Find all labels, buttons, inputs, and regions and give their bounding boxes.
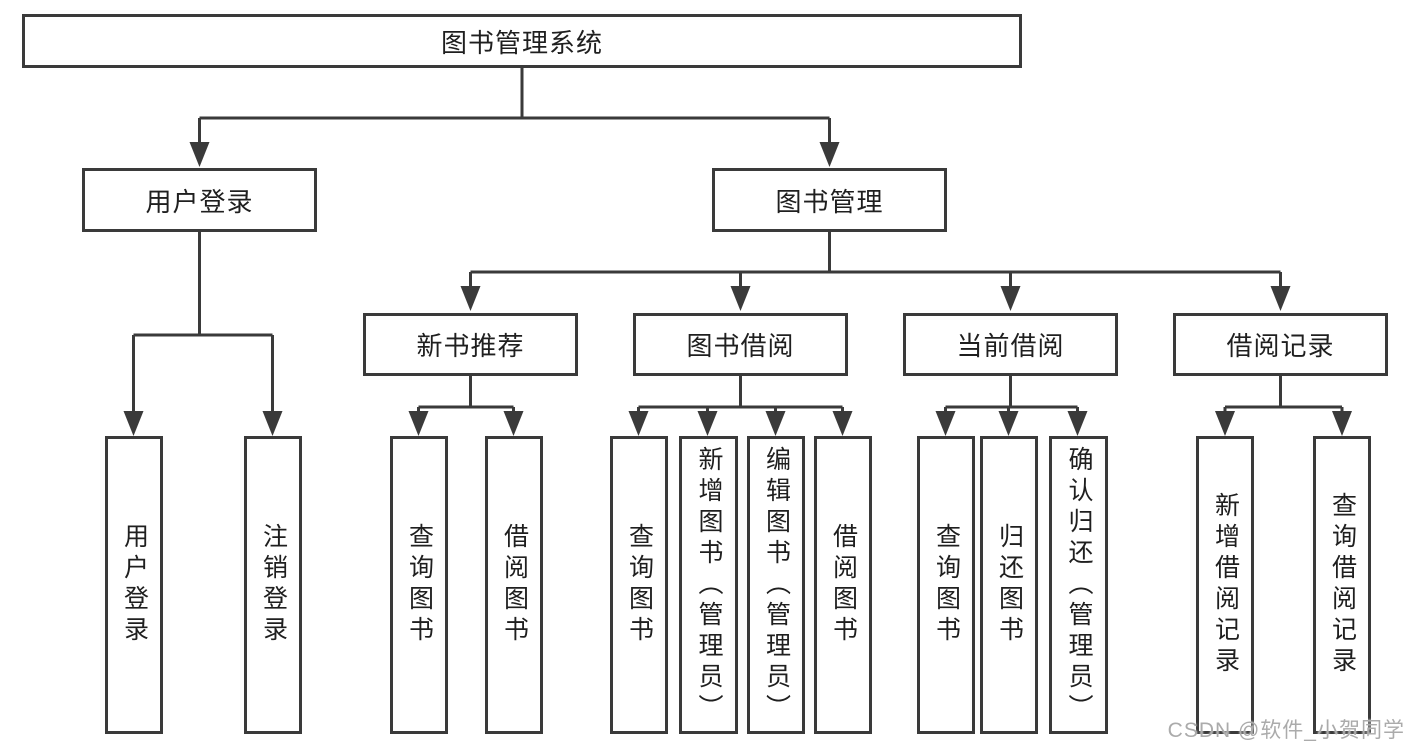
arrowhead-icon bbox=[1000, 286, 1021, 311]
connector-line bbox=[1223, 376, 1344, 414]
arrowhead-icon bbox=[730, 286, 751, 311]
connector-line bbox=[198, 68, 831, 145]
arrowhead-icon bbox=[262, 411, 283, 436]
node-book-management: 图书管理 bbox=[712, 168, 947, 232]
leaf-return-book: 归还图书 bbox=[980, 436, 1038, 734]
leaf-edit-book-admin: 编辑图书（管理员） bbox=[747, 436, 805, 734]
arrowhead-icon bbox=[408, 411, 429, 436]
arrowhead-icon bbox=[935, 411, 956, 436]
connector-book-borrow-to-leaves bbox=[628, 376, 853, 436]
arrowhead-icon bbox=[123, 411, 144, 436]
connector-new-book-recommend-to-leaves bbox=[408, 376, 524, 436]
arrowhead-icon bbox=[998, 411, 1019, 436]
connector-current-borrow-to-leaves bbox=[935, 376, 1088, 436]
leaf-current-query-book: 查询图书 bbox=[917, 436, 975, 734]
arrowhead-icon bbox=[1332, 411, 1352, 436]
leaf-add-book-admin: 新增图书（管理员） bbox=[679, 436, 738, 734]
connector-line bbox=[417, 376, 515, 414]
arrowhead-icon bbox=[819, 142, 840, 167]
arrowhead-icon bbox=[1067, 411, 1088, 436]
leaf-query-borrow-record: 查询借阅记录 bbox=[1313, 436, 1371, 734]
arrowhead-icon bbox=[697, 411, 718, 436]
leaf-recommend-query-book: 查询图书 bbox=[390, 436, 448, 734]
arrowhead-icon bbox=[1215, 411, 1235, 436]
leaf-user-login: 用户登录 bbox=[105, 436, 163, 734]
node-new-book-recommend: 新书推荐 bbox=[363, 313, 578, 376]
connector-line bbox=[944, 376, 1079, 414]
leaf-add-borrow-record: 新增借阅记录 bbox=[1196, 436, 1254, 734]
node-current-borrow: 当前借阅 bbox=[903, 313, 1118, 376]
connector-user-login-to-leaves bbox=[123, 232, 283, 436]
arrowhead-icon bbox=[628, 411, 649, 436]
node-borrow-record: 借阅记录 bbox=[1173, 313, 1388, 376]
connector-root-to-level2 bbox=[189, 68, 840, 167]
leaf-recommend-borrow-book: 借阅图书 bbox=[485, 436, 543, 734]
arrowhead-icon bbox=[189, 142, 210, 167]
leaf-confirm-return-admin: 确认归还（管理员） bbox=[1049, 436, 1108, 734]
leaf-borrow-query-book: 查询图书 bbox=[610, 436, 668, 734]
leaf-borrow-borrow-book: 借阅图书 bbox=[814, 436, 872, 734]
arrowhead-icon bbox=[765, 411, 786, 436]
connector-line bbox=[637, 376, 844, 414]
connector-line bbox=[132, 232, 274, 414]
node-root-system: 图书管理系统 bbox=[22, 14, 1022, 68]
node-user-login: 用户登录 bbox=[82, 168, 317, 232]
arrowhead-icon bbox=[460, 286, 481, 311]
arrowhead-icon bbox=[503, 411, 524, 436]
connector-line bbox=[469, 232, 1282, 289]
connector-borrow-record-to-leaves bbox=[1215, 376, 1352, 436]
arrowhead-icon bbox=[1270, 286, 1291, 311]
arrowhead-icon bbox=[832, 411, 853, 436]
watermark: CSDN @软件_小贺同学 bbox=[1167, 719, 1405, 742]
node-book-borrow: 图书借阅 bbox=[633, 313, 848, 376]
connector-book-management-to-level3 bbox=[460, 232, 1291, 311]
leaf-logout-login: 注销登录 bbox=[244, 436, 302, 734]
